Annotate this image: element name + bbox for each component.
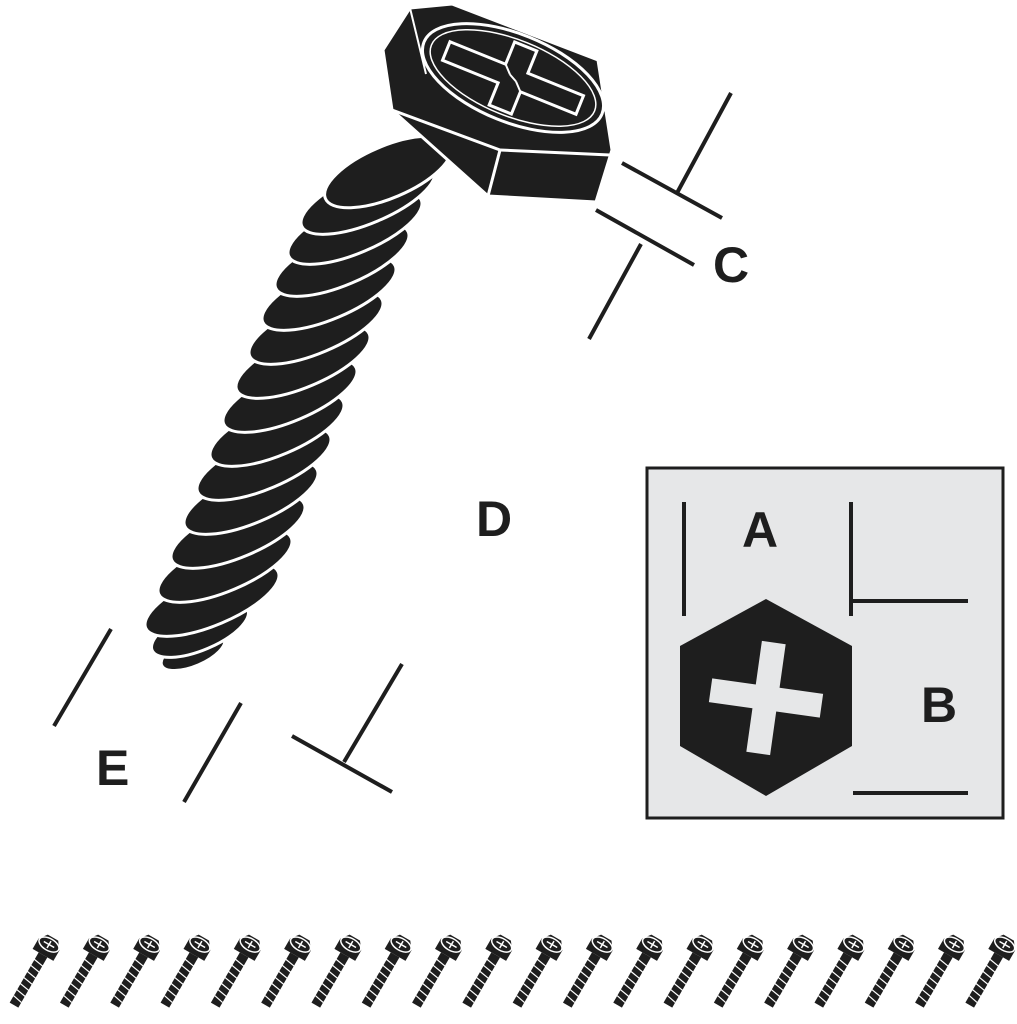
mini-screw-icon: [354, 930, 417, 1012]
label-e: E: [96, 740, 129, 796]
screw-illustration: [134, 2, 614, 673]
label-b: B: [921, 677, 957, 733]
mini-screw-icon: [707, 930, 769, 1012]
mini-screw-icon: [757, 930, 819, 1012]
screw-strip: [2, 930, 1017, 1012]
label-a: A: [742, 502, 778, 558]
mini-screw-icon: [958, 930, 1017, 1012]
mini-screw-icon: [455, 930, 517, 1012]
hex-head: [381, 2, 614, 204]
label-c: C: [713, 237, 749, 293]
phillips-recess-icon: [420, 22, 606, 134]
mini-screw-icon: [857, 930, 920, 1012]
mini-screw-icon: [405, 930, 467, 1012]
mini-screw-icon: [606, 930, 668, 1012]
dim-e-line-right: [182, 702, 243, 803]
dim-d-baseline: [291, 734, 393, 794]
dim-c-arrow-bottom: [587, 243, 643, 340]
mini-screw-icon: [103, 930, 165, 1012]
mini-screw-icon: [204, 930, 266, 1012]
dim-c-extension-top: [621, 161, 723, 220]
dim-c-arrow-top: [675, 92, 733, 194]
mini-screw-icon: [254, 930, 316, 1012]
mini-screw-icon: [2, 930, 65, 1012]
mini-screw-icon: [908, 930, 970, 1012]
dim-c-extension-bottom: [595, 208, 695, 267]
mini-screw-icon: [556, 930, 618, 1012]
mini-screw-icon: [53, 930, 115, 1012]
mini-screw-icon: [304, 930, 366, 1012]
phillips-cross-icon: [708, 640, 824, 756]
dim-d-line: [342, 662, 404, 764]
mini-screw-icon: [656, 930, 719, 1012]
head-view-inset: A B: [645, 466, 1005, 820]
screw-thread: [134, 134, 453, 673]
dimension-lines: [52, 92, 733, 803]
label-d: D: [476, 491, 512, 547]
mini-screw-icon: [807, 930, 869, 1012]
mini-screw-icon: [153, 930, 216, 1012]
dim-e-line-left: [52, 627, 113, 728]
mini-screw-icon: [505, 930, 568, 1012]
